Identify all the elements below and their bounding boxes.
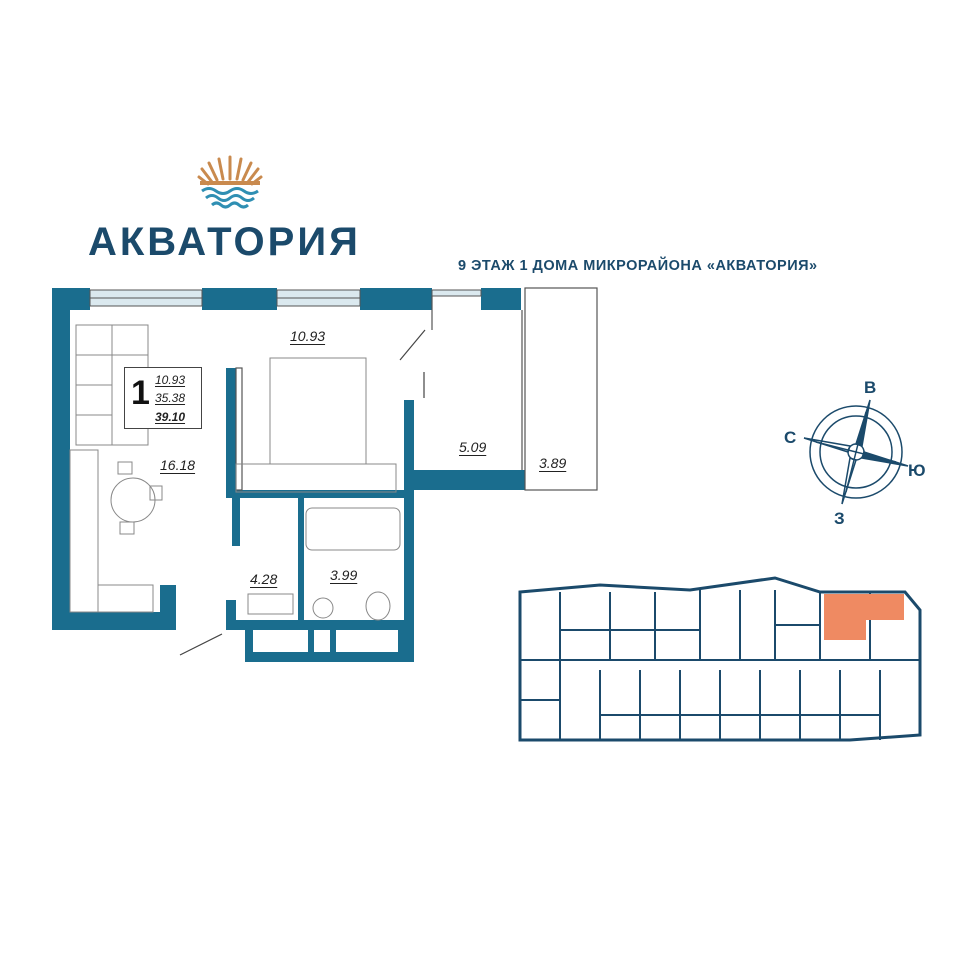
building-overview (518, 576, 922, 742)
doors (179, 329, 426, 656)
total-area-value: 39.10 (155, 410, 186, 424)
compass-south-label: Ю (908, 461, 926, 480)
room-count: 1 (131, 374, 150, 412)
compass-west-label: З (834, 509, 845, 528)
plan-walls (52, 288, 525, 662)
balcony-area: 3.89 (539, 455, 567, 471)
floor-caption: 9 ЭТАЖ 1 ДОМА МИКРОРАЙОНА «АКВАТОРИЯ» (458, 258, 818, 274)
apartment-legend: 1 10.93 35.38 39.10 (124, 367, 202, 429)
bathroom-area: 3.99 (330, 567, 358, 583)
compass-east-label: В (864, 378, 877, 397)
furniture (69, 324, 401, 621)
compass-icon (803, 399, 909, 505)
living-total-value: 35.38 (155, 391, 186, 405)
thin-walls (235, 287, 598, 491)
brand-title: АКВАТОРИЯ (88, 220, 361, 264)
highlighted-apartment (824, 594, 866, 640)
bedroom-area: 10.93 (290, 328, 326, 344)
hallway-area: 5.09 (459, 439, 487, 455)
living-area-value: 10.93 (155, 373, 186, 387)
compass-north-label: С (784, 428, 797, 447)
kitchen-area: 16.18 (160, 457, 196, 473)
hall-area: 4.28 (250, 571, 278, 587)
